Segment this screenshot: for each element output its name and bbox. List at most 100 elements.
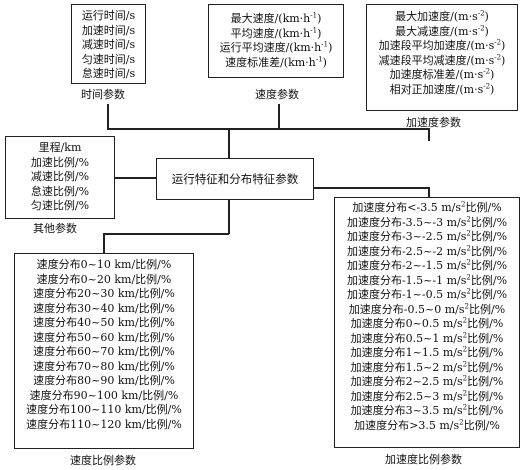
accel-ratio-list: 加速度分布<-3.5 m/s2比例/%加速度分布-3.5~-3 m/s2比例/%… (335, 201, 519, 433)
speed-params-item-exponent: -1 (310, 11, 318, 20)
accel-ratio-item-text: 加速度分布-0.5~0 m/s (348, 302, 465, 316)
accel-ratio-item-exponent: 2 (461, 200, 466, 209)
accel-ratio-item-exponent: 2 (462, 374, 468, 383)
accel-params-item-tail: ) (501, 39, 506, 52)
speed-params-item-tail: ) (317, 26, 322, 40)
accel-ratio-item-exponent: 2 (466, 243, 471, 252)
accel-params-item-exponent: -2 (483, 81, 491, 90)
accel-ratio-item-exponent: 2 (466, 258, 471, 267)
accel-ratio-item-tail: 比例/% (467, 375, 504, 388)
accel-ratio-item: 加速度分布-1~-0.5 m/s2比例/% (347, 288, 507, 303)
accel-params-item-tail: ) (490, 68, 495, 81)
accel-ratio-item-text: 加速度分布0~0.5 m/s (350, 317, 463, 330)
accel-ratio-item-text: 加速度分布3~3.5 m/s (350, 404, 463, 417)
accel-params-item: 最大减速度/(m·s-2) (395, 23, 489, 40)
speed-params-item: 平均速度/(km·h-1) (231, 26, 322, 42)
accel-ratio-item-exponent: 2 (462, 403, 468, 412)
other-params-item: 减速比例/% (30, 170, 90, 183)
speed-params-item-tail: ) (317, 12, 322, 25)
accel-ratio-item: 加速度分布0.5~1 m/s2比例/% (350, 331, 504, 347)
accel-ratio-item: 加速度分布-3~-2.5 m/s2比例/% (347, 230, 507, 245)
speed-ratio-item: 速度分布20~30 km/比例/% (33, 287, 175, 300)
accel-ratio-item-tail: 比例/% (470, 259, 508, 272)
connector-time-vertical (107, 104, 109, 129)
time-params-item: 怠速时间/s (81, 67, 136, 80)
speed-params-item-text: 速度标准差/(km·h (225, 55, 316, 69)
accel-params-item-exponent: -2 (494, 52, 502, 61)
accel-ratio-item: 加速度分布1~1.5 m/s2比例/% (351, 346, 504, 361)
accel-params-item-exponent: -2 (494, 38, 502, 47)
accel-ratio-caption: 加速度比例参数 (385, 453, 462, 466)
accel-ratio-item-exponent: 2 (466, 229, 471, 238)
center-label: 运行特征和分布特征参数 (171, 172, 299, 186)
accel-ratio-item: 加速度分布-1.5~-1 m/s2比例/% (346, 272, 507, 289)
accel-ratio-item-text: 加速度分布-2~-1.5 m/s (346, 259, 467, 272)
accel-ratio-item-text: 加速度分布-1~-0.5 m/s (346, 288, 467, 301)
accel-params-item: 加速段平均加速度/(m·s-2) (379, 39, 506, 54)
accel-ratio-item-tail: 比例/% (467, 346, 504, 359)
connector-top-horizontal (107, 128, 429, 130)
accel-ratio-item-text: 加速度分布1~1.5 m/s (350, 346, 463, 359)
accel-params-item-text: 最大减速度/(m·s (395, 24, 478, 38)
accel-ratio-item-tail: 比例/% (470, 230, 508, 243)
accel-ratio-item-text: 加速度分布2.5~3 m/s (350, 389, 463, 403)
speed-params-item-tail: ) (328, 41, 333, 54)
connector-speed-vertical (278, 104, 280, 129)
accel-ratio-item-exponent: 2 (462, 359, 468, 368)
connector-center-up (228, 128, 230, 158)
accel-ratio-item-tail: 比例/% (469, 302, 506, 316)
accel-ratio-item-text: 加速度分布0.5~1 m/s (350, 331, 463, 345)
speed-params-item-text: 运行平均速度/(km·h (219, 41, 322, 54)
accel-ratio-item-exponent: 2 (466, 272, 471, 281)
speed-ratio-item: 速度分布60~70 km/比例/% (33, 345, 175, 358)
accel-ratio-item: 加速度分布2.5~3 m/s2比例/% (350, 388, 504, 405)
speed-params-list: 最大速度/(km·h-1)平均速度/(km·h-1)运行平均速度/(km·h -1… (209, 12, 343, 70)
connector-speedratio-vertical (103, 233, 105, 253)
connector-center-right (314, 187, 429, 189)
accel-params-item-text: 减速段平均减速度/(m·s (378, 53, 495, 67)
speed-params-item: 最大速度/(km·h-1) (231, 12, 322, 27)
speed-ratio-item: 速度分布80~90 km/比例/% (33, 374, 175, 387)
accel-ratio-item-exponent: 2 (462, 345, 468, 354)
accel-params-item: 加速度标准差/(m·s-2) (390, 68, 495, 83)
accel-ratio-item-tail: 比例/% (467, 317, 504, 330)
accel-ratio-item: 加速度分布2~2.5 m/s2比例/% (351, 375, 504, 390)
time-params-item: 匀速时间/s (81, 52, 136, 66)
accel-ratio-item-tail: 比例/% (463, 418, 500, 432)
connector-center-down (228, 200, 230, 234)
accel-ratio-item: 加速度分布>3.5 m/s2比例/% (354, 417, 500, 434)
accel-ratio-item-tail: 比例/% (470, 244, 508, 258)
accel-params-item-tail: ) (501, 53, 506, 67)
accel-params-list: 最大加速度/(m·s-2)最大减速度/(m·s-2)加速段平均加速度/(m·s-… (367, 10, 517, 97)
accel-ratio-item: 加速度分布0~0.5 m/s2比例/% (351, 317, 504, 332)
speed-ratio-item: 速度分布100~110 km/比例/% (26, 403, 182, 416)
accel-ratio-item: 加速度分布<-3.5 m/s2比例/% (352, 201, 501, 216)
accel-ratio-item-text: 加速度分布-2.5~-2 m/s (346, 244, 467, 258)
speed-ratio-item: 速度分布110~120 km/比例/% (26, 417, 182, 431)
other-params-item: 里程/km (38, 141, 82, 154)
connector-bottom-horizontal (103, 233, 229, 235)
accel-ratio-item: 加速度分布-0.5~0 m/s2比例/% (348, 302, 506, 318)
speed-params-item-text: 最大速度/(km·h (230, 12, 311, 25)
accel-params-item-text: 相对正加速度/(m·s (389, 82, 484, 96)
accel-params-item-exponent: -2 (483, 67, 491, 76)
accel-params-item-text: 加速度标准差/(m·s (389, 68, 484, 81)
accel-ratio-item-text: 加速度分布-3.5~-3 m/s (346, 215, 467, 229)
speed-params-box: 最大速度/(km·h-1)平均速度/(km·h-1)运行平均速度/(km·h -1… (208, 4, 344, 78)
accel-ratio-item-tail: 比例/% (470, 288, 508, 301)
other-params-caption: 其他参数 (33, 222, 77, 235)
speed-params-item-tail: ) (322, 55, 327, 69)
accel-params-box: 最大加速度/(m·s-2)最大减速度/(m·s-2)加速段平均加速度/(m·s-… (366, 4, 518, 111)
accel-ratio-item-exponent: 2 (459, 417, 464, 426)
accel-params-item-tail: ) (490, 82, 495, 96)
accel-params-item-exponent: -2 (477, 23, 485, 32)
accel-ratio-item-text: 加速度分布-1.5~-1 m/s (346, 273, 467, 287)
connector-accelratio-vertical (428, 187, 430, 197)
accel-ratio-item-text: 加速度分布1.5~2 m/s (350, 360, 463, 374)
accel-params-caption: 加速度参数 (406, 116, 461, 129)
accel-ratio-item-exponent: 2 (462, 388, 468, 397)
accel-ratio-item-exponent: 2 (466, 214, 471, 223)
